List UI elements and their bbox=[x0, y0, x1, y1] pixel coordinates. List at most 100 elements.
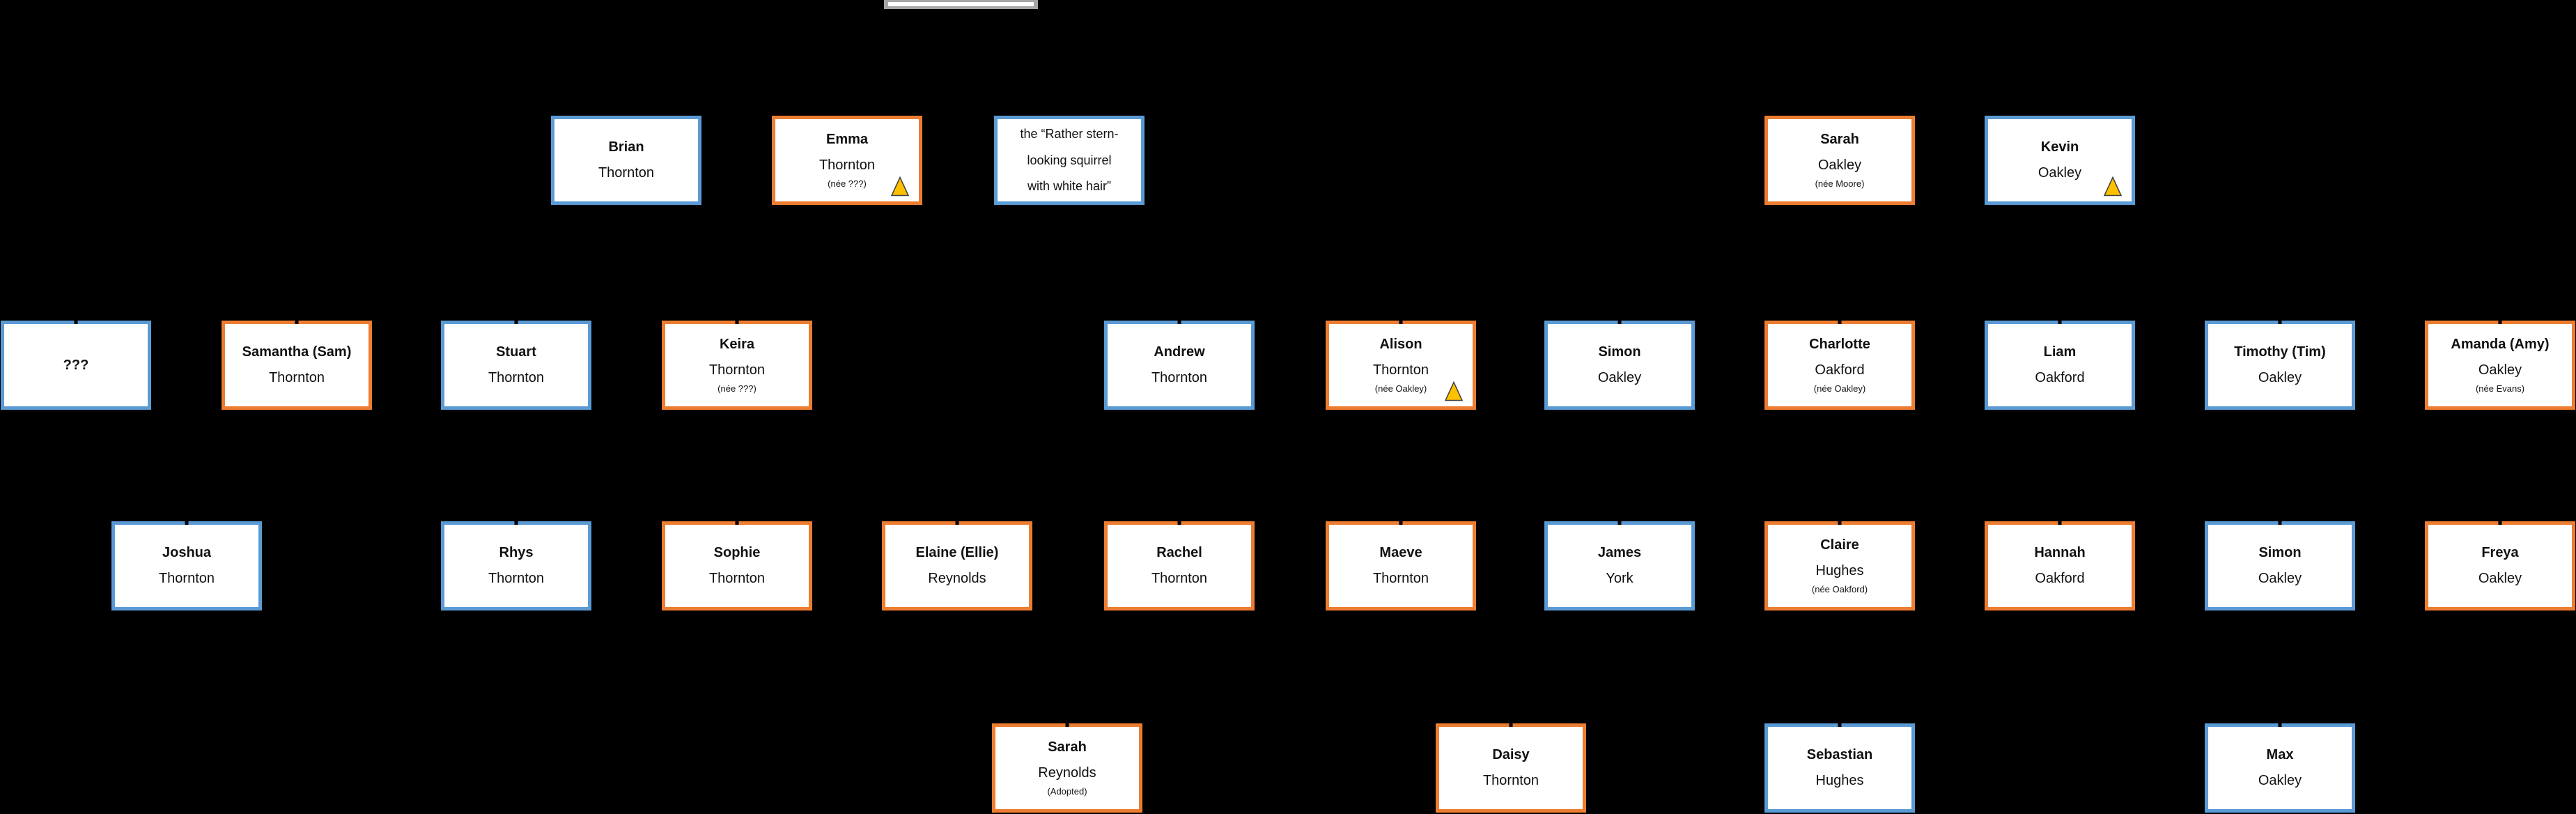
name-text: Keira bbox=[719, 336, 755, 352]
name-text: Sophie bbox=[713, 545, 761, 560]
connector-tick bbox=[955, 520, 959, 525]
clipped-window-fragment-bar bbox=[888, 2, 1034, 6]
note-text: (née Moore) bbox=[1815, 178, 1865, 189]
surname-text: Oakley bbox=[2038, 165, 2082, 181]
name-text: Daisy bbox=[1492, 747, 1530, 762]
surname-text: Thornton bbox=[1372, 362, 1429, 378]
name-text: Simon bbox=[1598, 344, 1641, 360]
name-text: Sarah bbox=[1048, 739, 1087, 755]
person-box-amanda-oakley[interactable]: Amanda (Amy)Oakley(née Evans) bbox=[2425, 319, 2575, 410]
name-text: Freya bbox=[2481, 545, 2519, 560]
name-text: ??? bbox=[63, 357, 89, 373]
note-text: (Adopted) bbox=[1047, 785, 1087, 797]
person-box-elaine-reynolds[interactable]: Elaine (Ellie) Reynolds bbox=[882, 520, 1032, 610]
surname-text: Reynolds bbox=[1038, 765, 1096, 781]
name-text: Joshua bbox=[162, 545, 212, 560]
person-box-samantha-thornton[interactable]: Samantha (Sam) Thornton bbox=[222, 319, 372, 410]
surname-text: Thornton bbox=[598, 165, 655, 181]
surname-text: Oakley bbox=[2258, 773, 2302, 788]
surname-text: Hughes bbox=[1815, 773, 1864, 788]
connector-tick bbox=[514, 520, 518, 525]
name-text: Simon bbox=[2258, 545, 2302, 560]
connector-tick bbox=[1399, 319, 1403, 324]
note-text: (née ???) bbox=[828, 178, 867, 189]
surname-text: Oakford bbox=[2035, 370, 2085, 385]
quote-text: with white hair” bbox=[1027, 179, 1112, 194]
surname-text: Thornton bbox=[1482, 773, 1539, 788]
person-box-unknown-spouse[interactable]: ??? bbox=[1, 319, 151, 410]
connector-tick bbox=[1838, 319, 1842, 324]
surname-text: Oakford bbox=[1815, 362, 1865, 378]
connector-tick bbox=[735, 319, 739, 324]
surname-text: Thornton bbox=[488, 370, 545, 385]
connector-tick bbox=[1177, 520, 1181, 525]
connector-tick bbox=[1617, 520, 1622, 525]
warning-triangle-icon bbox=[1445, 381, 1463, 401]
name-text: Kevin bbox=[2040, 139, 2079, 155]
connector-tick bbox=[2058, 520, 2062, 525]
surname-text: Reynolds bbox=[928, 571, 986, 586]
name-text: Elaine (Ellie) bbox=[915, 545, 999, 560]
name-text: Timothy (Tim) bbox=[2234, 344, 2326, 360]
person-box-timothy-oakley[interactable]: Timothy (Tim)Oakley bbox=[2205, 319, 2355, 410]
connector-tick bbox=[1509, 722, 1513, 727]
surname-text: Thornton bbox=[708, 362, 766, 378]
name-text: Andrew bbox=[1154, 344, 1205, 360]
surname-text: Oakley bbox=[2258, 571, 2302, 586]
connector-tick bbox=[2498, 319, 2502, 324]
connector-tick bbox=[1838, 520, 1842, 525]
connector-tick bbox=[2058, 319, 2062, 324]
surname-text: Thornton bbox=[708, 571, 766, 586]
surname-text: Oakley bbox=[2478, 362, 2522, 378]
name-text: Brian bbox=[608, 139, 644, 155]
surname-text: Oakley bbox=[2478, 571, 2522, 586]
name-text: Rachel bbox=[1156, 545, 1202, 560]
name-text: Alison bbox=[1379, 336, 1422, 352]
name-text: Samantha (Sam) bbox=[242, 344, 352, 360]
name-text: James bbox=[1597, 545, 1642, 560]
quote-text: the “Rather stern- bbox=[1020, 126, 1119, 141]
note-text: (née Oakley) bbox=[1374, 383, 1427, 394]
note-text: (née Oakley) bbox=[1813, 383, 1866, 394]
note-text: (née Oakford) bbox=[1811, 583, 1868, 594]
name-text: Sarah bbox=[1820, 131, 1859, 147]
note-text: (née Evans) bbox=[2475, 383, 2525, 394]
name-text: Charlotte bbox=[1809, 336, 1870, 352]
connector-tick bbox=[735, 520, 739, 525]
connector-tick bbox=[1617, 319, 1622, 324]
connector-tick bbox=[1399, 520, 1403, 525]
name-text: Maeve bbox=[1379, 545, 1422, 560]
name-text: Claire bbox=[1820, 537, 1859, 553]
connector-tick bbox=[514, 319, 518, 324]
connector-tick bbox=[1065, 722, 1069, 727]
connector-tick bbox=[74, 319, 78, 324]
surname-text: Thornton bbox=[268, 370, 325, 385]
